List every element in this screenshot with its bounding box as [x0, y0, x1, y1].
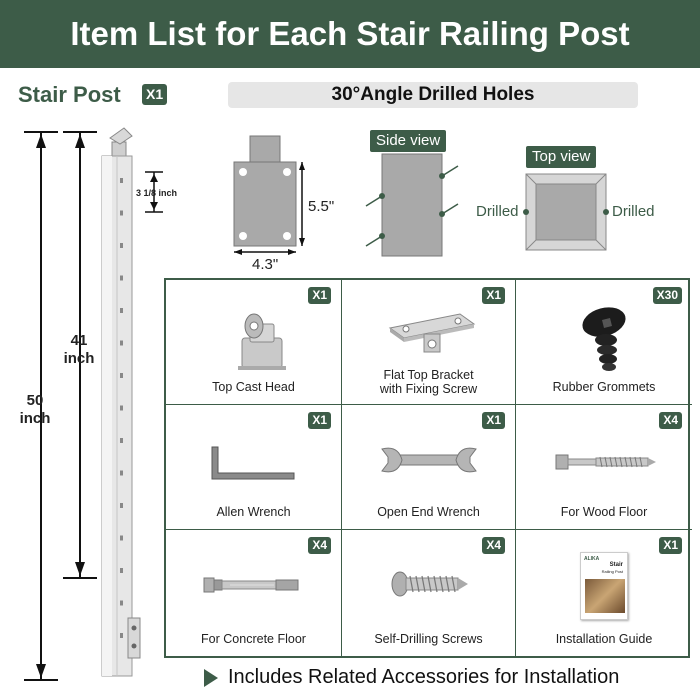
post-hole	[120, 438, 123, 443]
play-arrow-icon	[204, 669, 218, 687]
plate-width-label: 4.3"	[252, 256, 279, 273]
stair-post-qty-badge: X1	[142, 84, 168, 105]
open-end-wrench-icon	[381, 447, 477, 473]
drilled-holes-title: 30°Angle Drilled Holes	[228, 82, 638, 108]
item-label: Self-Drilling Screws	[374, 632, 483, 646]
item-label: For Wood Floor	[560, 505, 648, 519]
plate-height-label: 5.5"	[308, 198, 335, 215]
top-view-diagram	[523, 173, 609, 251]
guide-photo	[585, 579, 625, 613]
qty-badge: X1	[482, 287, 505, 304]
stair-post-label: Stair Post	[18, 82, 121, 107]
side-view-label: Side view	[370, 130, 447, 152]
qty-badge: X1	[482, 412, 505, 429]
post-hole	[120, 275, 123, 281]
post-hole	[120, 243, 123, 248]
qty-badge: X4	[308, 537, 331, 554]
anchor-bolt-icon	[203, 577, 299, 593]
item-cell-allen-wrench: X1 Allen Wrench	[166, 405, 342, 530]
grommet-icon	[582, 307, 626, 371]
mounting-plate-diagram	[233, 135, 305, 255]
item-label: Installation Guide	[555, 632, 653, 646]
post-holes	[120, 178, 123, 638]
guide-brand: ALIKA	[584, 556, 600, 562]
qty-badge: X1	[308, 287, 331, 304]
dim-50-label: 50 inch	[19, 392, 51, 427]
bracket-icon	[388, 313, 476, 353]
post-hole	[120, 340, 123, 346]
top-view-label: Top view	[526, 146, 597, 168]
post-hole	[120, 470, 123, 476]
lag-screw-icon	[555, 454, 656, 470]
qty-badge: X30	[652, 287, 682, 304]
item-label: Flat Top Bracket with Fixing Screw	[379, 368, 478, 396]
qty-badge: X1	[659, 537, 682, 554]
post-hole	[120, 405, 123, 411]
side-view-diagram	[365, 153, 459, 257]
page-title: Item List for Each Stair Railing Post	[0, 0, 700, 68]
item-label: For Concrete Floor	[201, 632, 306, 646]
stair-post-illustration	[24, 127, 163, 681]
dim-top-line	[145, 171, 163, 213]
post-hole	[120, 633, 123, 638]
qty-badge: X4	[482, 537, 505, 554]
item-cell-wood-floor: X4 For Wood Floor	[516, 405, 692, 530]
post-hole	[120, 503, 123, 508]
item-cell-rubber-grommets: X30 Rubber Grommets	[516, 280, 692, 405]
post-hole	[120, 568, 123, 573]
cast-head-icon	[238, 313, 286, 370]
post-hole	[120, 210, 123, 216]
dim-41-line	[63, 131, 97, 579]
dim-41-label: 41 inch	[63, 332, 95, 367]
item-cell-open-end-wrench: X1 Open End Wrench	[342, 405, 516, 530]
item-label: Allen Wrench	[216, 505, 291, 519]
qty-badge: X4	[659, 412, 682, 429]
allen-wrench-icon	[211, 446, 295, 480]
post-hole	[120, 600, 123, 606]
item-grid: X1 Top Cast Head X1 Flat Top Bracket wit…	[164, 278, 692, 658]
item-label: Open End Wrench	[377, 505, 480, 519]
item-label: Rubber Grommets	[552, 380, 656, 394]
dim-50-line	[24, 131, 58, 681]
guide-title: Stair	[609, 562, 623, 568]
post-hole	[120, 535, 123, 541]
post-hole	[120, 308, 123, 313]
post-hole	[120, 373, 123, 378]
item-cell-concrete-floor: X4 For Concrete Floor	[166, 530, 342, 656]
footer-note: Includes Related Accessories for Install…	[228, 666, 620, 688]
guide-subtitle: Railing Post	[601, 569, 623, 574]
self-drilling-screw-icon	[391, 571, 468, 597]
item-label: Top Cast Head	[212, 380, 295, 394]
drilled-left-label: Drilled	[476, 203, 519, 220]
item-cell-flat-top-bracket: X1 Flat Top Bracket with Fixing Screw	[342, 280, 516, 405]
qty-badge: X1	[308, 412, 331, 429]
item-cell-top-cast-head: X1 Top Cast Head	[166, 280, 342, 405]
drilled-right-label: Drilled	[612, 203, 655, 220]
post-hole	[120, 178, 123, 183]
dim-top-label: 3 1/8 inch	[136, 188, 178, 198]
guide-booklet-icon: ALIKA Stair Railing Post	[580, 552, 628, 620]
item-cell-installation-guide: X1 ALIKA Stair Railing Post Installation…	[516, 530, 692, 656]
item-cell-self-drilling-screws: X4 Self-Drilling Screws	[342, 530, 516, 656]
